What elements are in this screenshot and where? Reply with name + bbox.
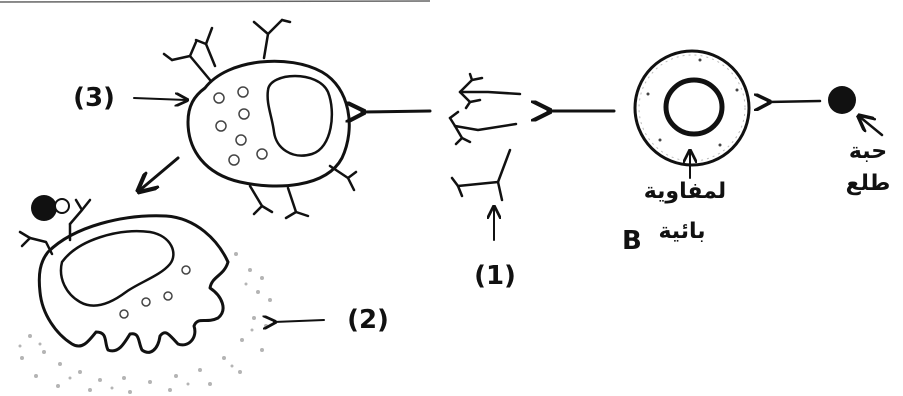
label-2: (2): [347, 305, 389, 335]
mast-cell-3: [162, 18, 358, 220]
granules: [213, 86, 268, 166]
arrow-label-to-pollen: [860, 117, 884, 137]
free-antibodies: [448, 72, 522, 202]
arrow-label3-to-cell: [133, 98, 186, 100]
label-1: (1): [474, 261, 516, 291]
pollen-label-line1: حبة: [849, 139, 887, 164]
bound-pollen: [31, 195, 70, 221]
top-border: [0, 0, 431, 3]
b-cell-label-line2: بائية: [658, 219, 705, 244]
b-cell-label-line1: لمفاوية: [644, 179, 726, 204]
pollen-label-line2: طلع: [846, 171, 891, 196]
arrow-antibodies-to-cell3: [362, 111, 432, 112]
cross-linked-antibodies: [18, 198, 92, 256]
b-lymphocyte: [633, 49, 751, 167]
remaining-granules: [119, 265, 191, 319]
membrane-antibodies: [162, 18, 358, 220]
b-cell-letter: B: [622, 226, 642, 256]
label-3: (3): [73, 83, 115, 113]
arrow-label2-to-cell: [274, 320, 325, 322]
released-granules: [18, 252, 272, 394]
arrow-pollen-to-bcell: [768, 101, 822, 102]
arrow-cell3-to-cell2: [140, 156, 180, 190]
mast-cell-2: [18, 195, 272, 394]
pollen-grain: [828, 86, 856, 114]
